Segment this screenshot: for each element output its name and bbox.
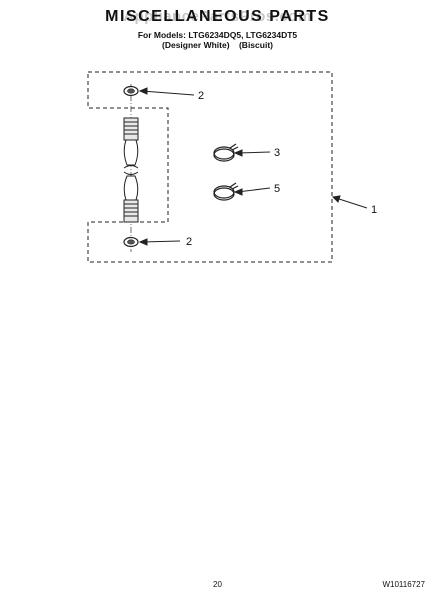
hose-assembly	[123, 117, 139, 223]
clamp-3	[213, 143, 239, 162]
page-title: MISCELLANEOUS PARTS	[105, 8, 330, 25]
callout-5: 5	[274, 183, 280, 195]
washer-bottom	[123, 236, 139, 248]
document-number: W10116727	[382, 580, 425, 589]
washer-top	[123, 85, 139, 97]
callout-2-top: 2	[198, 90, 204, 102]
kit-outline	[87, 71, 333, 263]
models-line: For Models: LTG6234DQ5, LTG6234DT5	[137, 30, 298, 40]
leader-lines	[138, 87, 368, 246]
watermark: AppliancePartsPros.com	[123, 8, 312, 25]
page-header: AppliancePartsPros.com MISCELLANEOUS PAR…	[0, 0, 435, 60]
callout-3: 3	[274, 147, 280, 159]
callout-1: 1	[371, 204, 377, 216]
page-number: 20	[213, 580, 222, 589]
clamp-5	[213, 182, 239, 201]
callout-2-bottom: 2	[186, 236, 192, 248]
colors-line: (Designer White) (Biscuit)	[162, 40, 273, 50]
